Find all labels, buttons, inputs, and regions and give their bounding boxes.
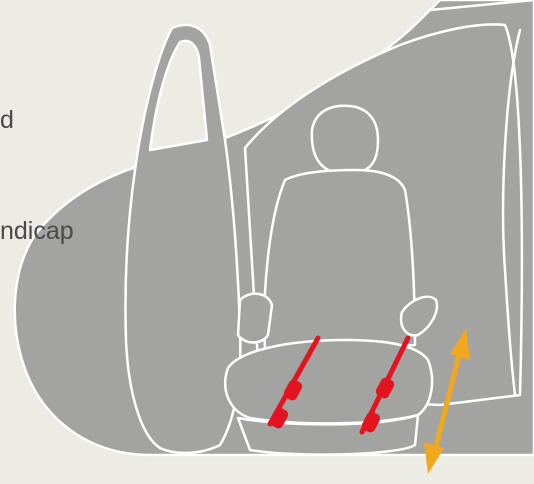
left-armrest: [238, 294, 272, 343]
caption-text: d ndicap: [0, 28, 200, 324]
seat-back: [264, 170, 415, 350]
seat-headrest: [312, 106, 378, 174]
caption-line-1: d: [0, 102, 200, 139]
caption-line-2: ndicap: [0, 213, 200, 250]
